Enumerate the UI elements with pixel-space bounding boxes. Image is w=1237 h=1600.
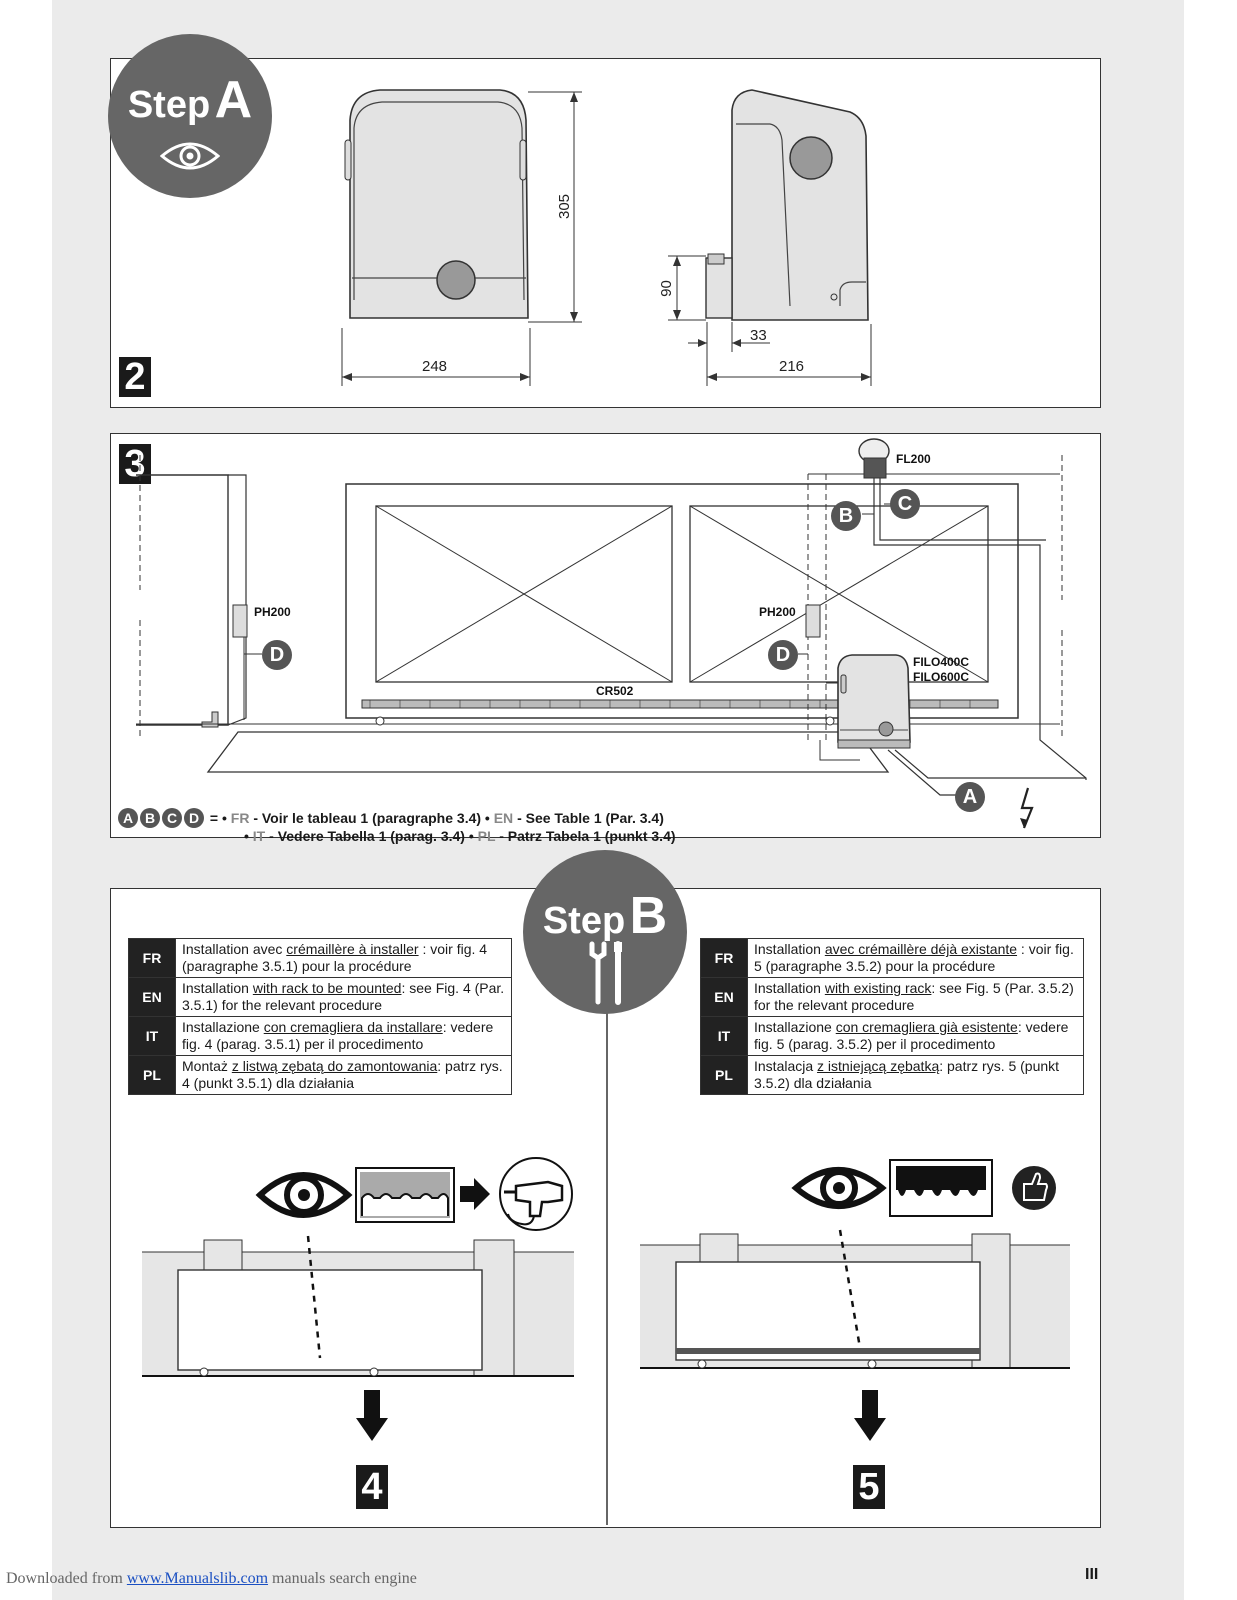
legend-pl-code: PL xyxy=(477,828,496,844)
figure-2-drawing xyxy=(341,89,872,386)
eye-icon xyxy=(791,1167,887,1209)
marker-c: C xyxy=(890,489,920,519)
tools-icon xyxy=(589,941,622,1005)
marker-b: B xyxy=(831,501,861,531)
legend-en-code: EN xyxy=(493,810,514,826)
legend-it-text: - Vedere Tabella 1 (parag. 3.4) • xyxy=(269,828,474,844)
step-a-badge: Step A xyxy=(108,34,272,198)
rack-to-install-icon xyxy=(355,1167,455,1223)
figure-3-panel xyxy=(110,433,1101,838)
step-b-badge: Step B xyxy=(523,850,687,1014)
motor-front-view xyxy=(349,89,529,319)
label-filo400c: FILO400C xyxy=(913,655,970,669)
dim-depth-216: 216 xyxy=(779,358,805,375)
motor-side-release-icon xyxy=(789,136,833,180)
photocell-right xyxy=(805,604,821,638)
label-filo600c: FILO600C xyxy=(913,670,970,684)
motor-side-view xyxy=(731,89,869,321)
footer-prefix: Downloaded from xyxy=(6,1570,127,1587)
label-cr502: CR502 xyxy=(596,684,634,698)
step-b-table-right: FR Installation avec crémaillère déjà ex… xyxy=(700,938,1084,1095)
figure-2-number: 2 xyxy=(119,357,151,397)
eye-icon xyxy=(160,142,220,170)
label-fl200: FL200 xyxy=(896,452,931,466)
power-supply-icon xyxy=(1020,787,1034,829)
motor-front-release-icon xyxy=(436,260,476,300)
figure-4-number: 4 xyxy=(356,1465,388,1509)
legend-it-code: IT xyxy=(252,828,266,844)
arrow-right-icon xyxy=(460,1178,490,1210)
legend-eq: = xyxy=(209,810,219,826)
marker-d-right: D xyxy=(768,640,798,670)
dim-offset-33: 33 xyxy=(750,327,767,344)
photocell-left xyxy=(232,604,248,638)
table-row: EN Installation with existing rack: see … xyxy=(700,977,1084,1017)
drill-icon xyxy=(499,1157,573,1231)
legend-pl-text: - Patrz Tabela 1 (punkt 3.4) xyxy=(499,828,676,844)
marker-d-left: D xyxy=(262,640,292,670)
gate-panel xyxy=(177,1269,483,1371)
step-b-table-left: FR Installation avec crémaillère à insta… xyxy=(128,938,512,1095)
gate-motor xyxy=(837,654,911,743)
gate-panel xyxy=(675,1261,981,1361)
gear-rack xyxy=(361,699,999,709)
label-ph200-right: PH200 xyxy=(759,605,796,619)
footer: Downloaded from www.Manualslib.com manua… xyxy=(6,1570,417,1588)
legend-mark-d: D xyxy=(184,808,204,828)
figure-2-panel xyxy=(110,58,1101,408)
legend-mark-c: C xyxy=(162,808,182,828)
table-row: FR Installation avec crémaillère déjà ex… xyxy=(700,938,1084,978)
table-row: IT Installazione con cremagliera da inst… xyxy=(128,1016,512,1056)
label-ph200-left: PH200 xyxy=(254,605,291,619)
step-b-divider xyxy=(606,985,608,1525)
table-row: EN Installation with rack to be mounted:… xyxy=(128,977,512,1017)
table-row: FR Installation avec crémaillère à insta… xyxy=(128,938,512,978)
eye-icon xyxy=(255,1172,353,1218)
footer-link[interactable]: www.Manualslib.com xyxy=(126,1570,269,1587)
legend-fr-text: - Voir le tableau 1 (paragraphe 3.4) • xyxy=(253,810,490,826)
dim-width-248: 248 xyxy=(422,358,448,375)
figure-5-number: 5 xyxy=(853,1465,885,1509)
legend-fr-code: FR xyxy=(230,810,250,826)
legend-en-text: - See Table 1 (Par. 3.4) xyxy=(517,810,664,826)
table-row: PL Montaż z listwą zębatą do zamontowani… xyxy=(128,1055,512,1095)
thumbs-up-icon xyxy=(1012,1166,1056,1210)
legend-mark-b: B xyxy=(140,808,160,828)
table-row: IT Installazione con cremagliera già esi… xyxy=(700,1016,1084,1056)
figure-3-number: 3 xyxy=(119,444,151,484)
legend-mark-a: A xyxy=(118,808,138,828)
sliding-gate xyxy=(345,483,1019,719)
footer-suffix: manuals search engine xyxy=(268,1570,417,1587)
figure-3-drawing xyxy=(136,438,1087,829)
existing-rack xyxy=(676,1348,980,1354)
figure-4-illustration xyxy=(142,1157,574,1377)
page-number: III xyxy=(1085,1566,1099,1583)
existing-rack-icon xyxy=(889,1159,993,1217)
marker-a: A xyxy=(955,782,985,812)
table-row: PL Instalacja z istniejącą zębatką: patr… xyxy=(700,1055,1084,1095)
arrow-down-icon-right xyxy=(854,1390,886,1441)
arrow-down-icon-left xyxy=(356,1390,388,1441)
figure-5-illustration xyxy=(640,1159,1070,1369)
